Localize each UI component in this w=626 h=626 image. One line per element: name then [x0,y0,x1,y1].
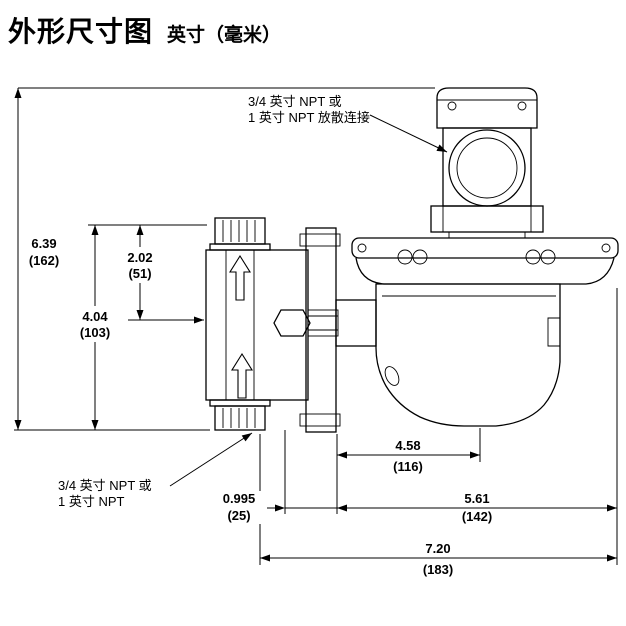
arrowhead-icon [91,225,99,235]
regulator-drawing [335,87,619,427]
valve-main-body [205,249,309,401]
case-bolt-icon [601,243,611,253]
body-boss [547,317,560,347]
arrowhead-icon [14,420,22,430]
dim-flange-to-edge-in: 5.61 [464,491,489,506]
valve-bottom-fitting [214,405,266,431]
arrowhead-icon [607,554,617,562]
arrowhead-icon [337,504,347,512]
union-hex-nut [273,309,311,337]
dim-top-to-center-in: 2.02 [127,250,152,265]
inlet-note-line2: 1 英寸 NPT [58,494,125,509]
page-header: 外形尺寸图 英寸（毫米） [8,10,281,50]
arrowhead-icon [91,420,99,430]
union-stub [307,309,339,337]
case-bolt-icon [525,249,541,265]
flange-top-bolt [299,233,341,247]
arrowhead-icon [241,433,252,442]
page-title: 外形尺寸图 [8,16,154,47]
flow-arrow-icon [231,352,253,399]
dimension-arrowheads [14,88,617,562]
valve-top-fitting [214,217,266,245]
cap-screw-icon [517,101,527,111]
case-neck [448,231,526,239]
arrowhead-icon [194,316,204,324]
page-subtitle: 英寸（毫米） [167,25,282,46]
spring-case-cap [436,87,538,129]
diaphragm-case-top [351,237,619,259]
spring-case-base [430,205,544,233]
spring-case-body [442,127,532,207]
dim-overall-height-mm: (162) [29,253,59,268]
arrowhead-icon [607,504,617,512]
vent-leader-line [369,114,448,153]
valve-top-step [209,243,271,251]
dim-body-height-in: 4.04 [82,309,108,324]
drain-detail [384,366,400,386]
arrowhead-icon [275,504,285,512]
arrowhead-icon [136,310,144,320]
dim-offset-in: 0.995 [223,491,256,506]
arrowhead-icon [470,451,480,459]
diaphragm-case-bottom [355,257,615,285]
valve-body-drawing [205,217,341,433]
dim-overall-height-in: 6.39 [31,236,56,251]
closing-cap-circle [448,129,526,207]
case-bolt-icon [540,249,556,265]
cap-screw-icon [447,101,457,111]
dim-top-to-center-mm: (51) [128,266,151,281]
flange-bottom-bolt [299,413,341,427]
arrowhead-icon [260,554,270,562]
inlet-note-line1: 3/4 英寸 NPT 或 [58,478,152,493]
dim-flange-to-edge-mm: (142) [462,509,492,524]
flow-arrow-icon [229,254,251,301]
arrowhead-icon [436,144,447,152]
arrowhead-icon [337,451,347,459]
vent-note-line2: 1 英寸 NPT 放散连接 [248,110,370,125]
case-bolt-icon [412,249,428,265]
valve-top-fitting-threads [222,220,256,242]
case-bolt-icon [357,243,367,253]
inlet-pipe [335,299,377,347]
arrowhead-icon [136,225,144,235]
arrowhead-icon [14,88,22,98]
valve-bottom-step [209,399,271,407]
dim-overall-width-in: 7.20 [425,541,450,556]
case-bolt-icon [397,249,413,265]
valve-bottom-fitting-threads [222,408,256,428]
vent-note-line1: 3/4 英寸 NPT 或 [248,94,342,109]
dim-overall-width-mm: (183) [423,562,453,577]
dim-body-height-mm: (103) [80,325,110,340]
dim-center-to-flange-mm: (116) [393,459,423,474]
dim-offset-mm: (25) [227,508,250,523]
dim-center-to-flange-in: 4.58 [395,438,420,453]
inlet-leader-line [169,432,253,487]
regulator-lower-body [375,283,561,427]
